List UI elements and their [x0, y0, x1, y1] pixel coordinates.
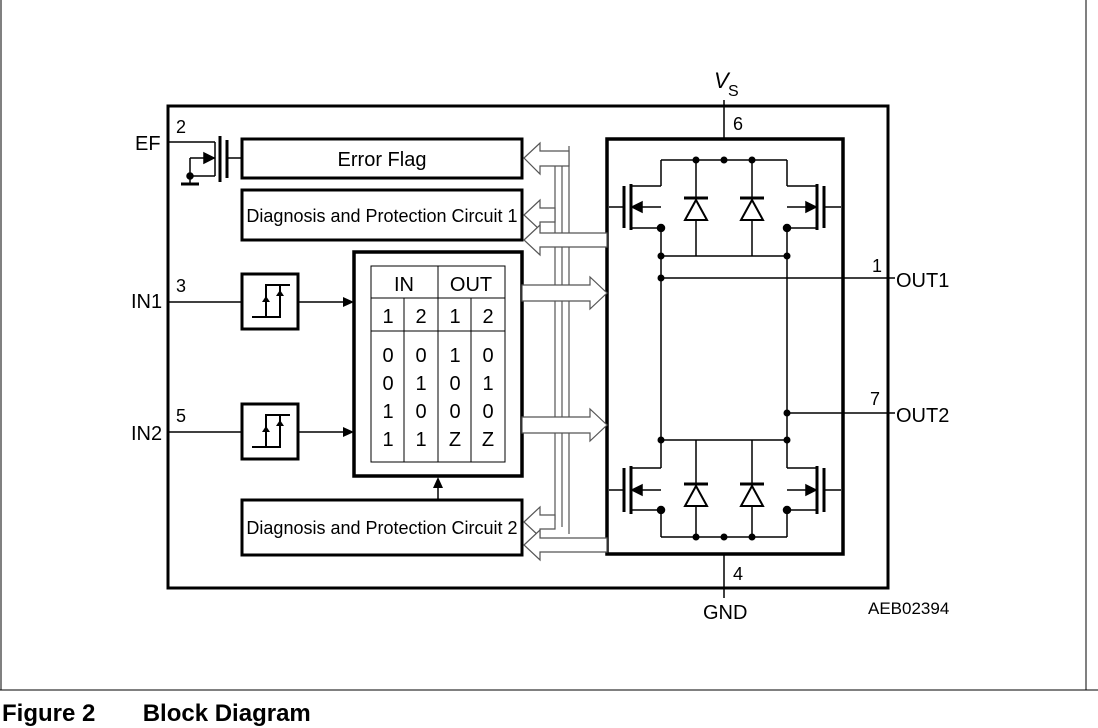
out2-label: OUT2	[896, 405, 949, 427]
vs-pin-number: 6	[733, 114, 743, 134]
junction-dots	[657, 156, 791, 541]
bus-arrow-out2	[521, 407, 608, 443]
in2-pin-number: 5	[176, 406, 186, 426]
figure-title: Block Diagram	[142, 700, 311, 727]
in1-label: IN1	[131, 291, 162, 313]
bus-arrow-diag2-from-bridge	[523, 528, 608, 562]
vs-label: V	[714, 68, 731, 93]
mosfet-high-left	[609, 184, 666, 233]
diag1-block	[240, 188, 524, 242]
truth-table-cell: Z	[449, 429, 461, 451]
truth-table-cell: 1	[449, 345, 460, 367]
vs-subscript: S	[728, 83, 739, 100]
chip-outline	[166, 104, 890, 590]
schmitt-trigger-1	[240, 272, 300, 331]
ef-transistor	[181, 136, 242, 186]
tt-col-in1: 1	[382, 306, 393, 328]
diode-bottom-right	[739, 482, 765, 507]
bus-arrow-error-flag	[523, 141, 570, 176]
truth-table-cell: 0	[382, 373, 393, 395]
diode-top-right	[739, 196, 765, 221]
in1-pin-number: 3	[176, 276, 186, 296]
truth-table-cell: Z	[482, 429, 494, 451]
truth-table-cell: 0	[415, 401, 426, 423]
diag1-label: Diagnosis and Protection Circuit 1	[246, 206, 517, 226]
truth-table-cell: 1	[415, 429, 426, 451]
truth-table-cell: 0	[482, 345, 493, 367]
out2-pin-number: 7	[870, 389, 880, 409]
out1-label: OUT1	[896, 270, 949, 292]
tt-group-in: IN	[394, 274, 414, 296]
gnd-pin-number: 4	[733, 564, 743, 584]
ef-label: EF	[135, 133, 161, 155]
diode-top-left	[683, 196, 709, 221]
tt-col-out2: 2	[482, 306, 493, 328]
truth-table-cell: 0	[482, 401, 493, 423]
bus-arrow-out1	[521, 275, 608, 311]
diode-bottom-left	[683, 482, 709, 507]
diag2-label: Diagnosis and Protection Circuit 2	[246, 518, 517, 538]
out1-pin-number: 1	[872, 256, 882, 276]
truth-table	[370, 265, 506, 463]
truth-table-cell: 1	[415, 373, 426, 395]
tt-col-out1: 1	[449, 306, 460, 328]
error-flag-block	[240, 137, 524, 180]
diag2-block	[240, 498, 524, 557]
truth-table-cell: 1	[382, 429, 393, 451]
diag2-to-logic-arrow	[433, 477, 443, 488]
truth-table-cell: 0	[415, 345, 426, 367]
truth-table-cell: 1	[382, 401, 393, 423]
mosfet-high-right	[782, 184, 841, 233]
internal-bus	[554, 146, 570, 534]
tt-group-out: OUT	[450, 274, 492, 296]
figure-caption: Figure 2 Block Diagram	[2, 700, 311, 728]
h-bridge-block	[605, 137, 845, 556]
in2-arrow	[343, 427, 354, 437]
truth-table-cell: 0	[449, 401, 460, 423]
in2-label: IN2	[131, 423, 162, 445]
document-id: AEB02394	[868, 599, 949, 618]
mosfet-low-right	[782, 466, 841, 515]
tt-col-in2: 2	[415, 306, 426, 328]
truth-table-cell: 0	[382, 345, 393, 367]
in1-arrow	[343, 297, 354, 307]
mosfet-low-left	[609, 466, 666, 515]
figure-number: Figure 2	[2, 700, 96, 727]
ef-pin-number: 2	[176, 117, 186, 137]
error-flag-label: Error Flag	[338, 149, 427, 171]
gnd-label: GND	[703, 602, 747, 624]
truth-table-cell: 1	[482, 373, 493, 395]
truth-table-cell: 0	[449, 373, 460, 395]
bus-arrow-diag1-from-bridge	[523, 223, 608, 257]
schmitt-trigger-2	[240, 402, 300, 461]
